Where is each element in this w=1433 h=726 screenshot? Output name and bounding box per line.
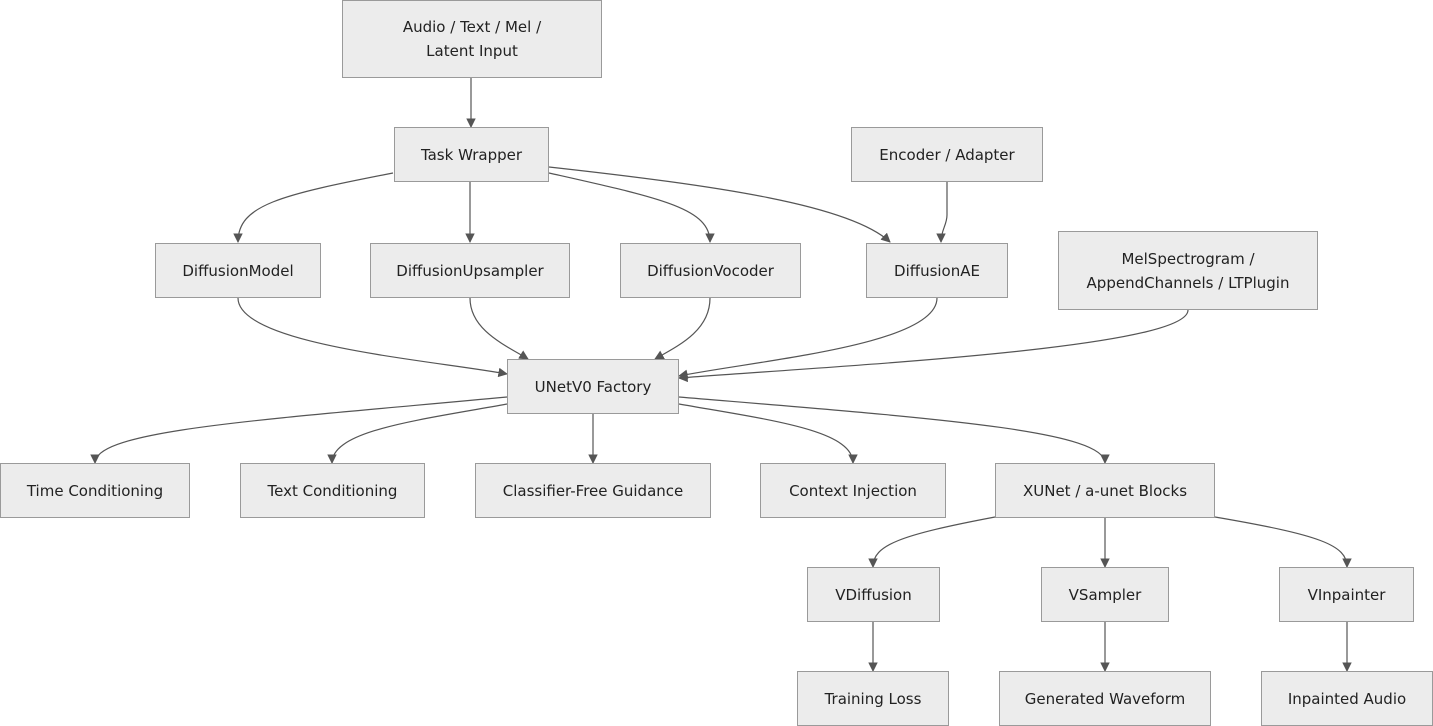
unet-factory-label: UNetV0 Factory bbox=[534, 377, 652, 396]
vinpainter-node: VInpainter bbox=[1279, 567, 1414, 622]
xunet-node: XUNet / a-unet Blocks bbox=[995, 463, 1215, 518]
diffusion-upsampler-label: DiffusionUpsampler bbox=[396, 261, 544, 280]
diffusion-model-label: DiffusionModel bbox=[182, 261, 294, 280]
edge-task-wrapper-to-diffusion-ae bbox=[548, 166, 891, 243]
time-conditioning-label: Time Conditioning bbox=[26, 481, 164, 500]
task-wrapper-node: Task Wrapper bbox=[394, 127, 549, 182]
generated-waveform-node: Generated Waveform bbox=[999, 671, 1211, 726]
vsampler-node: VSampler bbox=[1041, 567, 1169, 622]
text-conditioning-node: Text Conditioning bbox=[240, 463, 425, 518]
encoder-adapter-label: Encoder / Adapter bbox=[879, 145, 1015, 164]
edge-encoder-to-diffusion-ae bbox=[936, 182, 948, 243]
inpainted-audio-label: Inpainted Audio bbox=[1287, 689, 1407, 708]
edge-diffusion-ae-to-unet bbox=[678, 297, 938, 380]
training-loss-node: Training Loss bbox=[797, 671, 949, 726]
cfg-label: Classifier-Free Guidance bbox=[502, 481, 684, 500]
vdiffusion-label: VDiffusion bbox=[835, 585, 912, 604]
task-wrapper-label: Task Wrapper bbox=[420, 145, 523, 164]
diffusion-vocoder-label: DiffusionVocoder bbox=[647, 261, 774, 280]
edge-unet-to-text-conditioning bbox=[327, 403, 508, 464]
context-injection-node: Context Injection bbox=[760, 463, 946, 518]
mel-plugin-line1: MelSpectrogram / bbox=[1121, 249, 1255, 268]
input-node-line1: Audio / Text / Mel / bbox=[402, 18, 542, 36]
text-conditioning-label: Text Conditioning bbox=[267, 481, 398, 500]
cfg-node: Classifier-Free Guidance bbox=[475, 463, 711, 518]
inpainted-audio-node: Inpainted Audio bbox=[1261, 671, 1433, 726]
input-node-line2: Latent Input bbox=[426, 42, 518, 60]
mel-plugin-node: MelSpectrogram / AppendChannels / LTPlug… bbox=[1058, 231, 1318, 310]
diffusion-ae-label: DiffusionAE bbox=[894, 261, 980, 280]
edge-xunet-to-vinpainter bbox=[1214, 516, 1352, 568]
xunet-label: XUNet / a-unet Blocks bbox=[1022, 481, 1188, 500]
input-node: Audio / Text / Mel / Latent Input bbox=[342, 0, 602, 78]
diffusion-model-node: DiffusionModel bbox=[155, 243, 321, 298]
edge-unet-to-xunet bbox=[678, 396, 1110, 464]
vdiffusion-node: VDiffusion bbox=[807, 567, 940, 622]
mel-plugin-line2: AppendChannels / LTPlugin bbox=[1086, 273, 1290, 292]
edge-xunet-to-vdiffusion bbox=[868, 516, 996, 568]
vsampler-label: VSampler bbox=[1068, 585, 1142, 604]
edge-unet-to-time-conditioning bbox=[90, 396, 508, 464]
edge-task-wrapper-to-diffusion-vocoder bbox=[548, 172, 715, 243]
context-injection-label: Context Injection bbox=[789, 481, 917, 500]
generated-waveform-label: Generated Waveform bbox=[1024, 689, 1186, 708]
edge-diffusion-model-to-unet bbox=[237, 297, 508, 378]
diffusion-ae-node: DiffusionAE bbox=[866, 243, 1008, 298]
diffusion-vocoder-node: DiffusionVocoder bbox=[620, 243, 801, 298]
vinpainter-label: VInpainter bbox=[1307, 585, 1386, 604]
edge-task-wrapper-to-diffusion-model bbox=[233, 172, 394, 243]
edge-diffusion-vocoder-to-unet bbox=[654, 297, 711, 360]
time-conditioning-node: Time Conditioning bbox=[0, 463, 190, 518]
edge-mel-plugin-to-unet bbox=[678, 309, 1189, 383]
edge-diffusion-upsampler-to-unet bbox=[469, 297, 529, 360]
encoder-adapter-node: Encoder / Adapter bbox=[851, 127, 1043, 182]
edge-unet-to-context-injection bbox=[678, 403, 858, 464]
training-loss-label: Training Loss bbox=[824, 689, 922, 708]
unet-factory-node: UNetV0 Factory bbox=[507, 359, 679, 414]
diffusion-upsampler-node: DiffusionUpsampler bbox=[370, 243, 570, 298]
